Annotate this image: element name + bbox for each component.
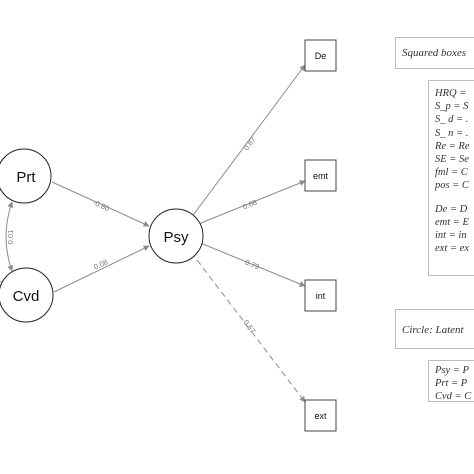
edge-psy-emt — [195, 180, 306, 226]
legend-squares-title: Squared boxes — [402, 47, 467, 59]
legend-squares-body: HRQ = S_p = S S_ d = . S_ n = . Re = Re … — [428, 80, 474, 276]
legend-squares-line: De = D — [435, 203, 468, 215]
edge-cvd-psy — [53, 245, 150, 293]
legend-circles-header: Circle: Latent — [395, 309, 474, 349]
edge-psy-de — [190, 64, 306, 219]
legend-squares-line: fml = C — [435, 167, 468, 179]
node-de-label: De — [315, 51, 327, 61]
legend-squares-line: HRQ = — [435, 88, 467, 99]
edge-label-psy-ext: 0.57 — [241, 318, 257, 335]
legend-circles-line: Cvd = C — [435, 391, 472, 402]
legend-squares-line: SE = Se — [435, 154, 469, 166]
edge-label-prt-cvd: 0.01 — [6, 230, 15, 245]
edge-prt-cvd — [5, 201, 14, 272]
edge-psy-int — [197, 241, 306, 287]
legend-circles-body: Psy = P Prt = P Cvd = C — [428, 360, 474, 402]
legend-squares-line: ext = ex — [435, 243, 469, 255]
node-cvd: Cvd — [0, 267, 54, 323]
node-cvd-label: Cvd — [13, 288, 40, 305]
node-ext: ext — [304, 399, 337, 432]
legend-circles-line: Prt = P — [435, 378, 468, 390]
node-emt: emt — [304, 159, 337, 192]
legend-squares-line: Re = Re — [435, 140, 470, 152]
edge-label-psy-emt: 0.68 — [241, 198, 258, 212]
legend-squares-line: S_p = S — [435, 101, 469, 113]
node-psy-label: Psy — [163, 229, 189, 246]
edge-label-psy-int: 0.79 — [244, 258, 261, 272]
legend-squares-header: Squared boxes — [395, 37, 474, 69]
legend-circles-line: Psy = P — [435, 365, 469, 376]
legend-circles-title: Circle: Latent — [402, 324, 464, 336]
edge-label-prt-psy: -0.80 — [92, 198, 111, 213]
node-emt-label: emt — [313, 171, 329, 181]
legend-squares-line: S_ n = . — [435, 127, 469, 139]
legend-squares-line: emt = E — [435, 216, 469, 228]
node-prt-label: Prt — [16, 169, 36, 186]
edge-psy-ext — [190, 251, 306, 403]
legend-squares-line: S_ d = . — [435, 114, 469, 126]
legend-squares-line: pos = C — [435, 180, 469, 192]
node-int-label: int — [316, 291, 326, 301]
node-ext-label: ext — [314, 411, 327, 421]
node-psy: Psy — [148, 208, 204, 264]
node-de: De — [304, 39, 337, 72]
legend-squares-line: int = in — [435, 230, 467, 242]
edge-prt-psy — [51, 181, 150, 227]
node-int: int — [304, 279, 337, 312]
node-prt: Prt — [0, 148, 52, 204]
edge-label-psy-de: 0.87 — [242, 135, 258, 152]
